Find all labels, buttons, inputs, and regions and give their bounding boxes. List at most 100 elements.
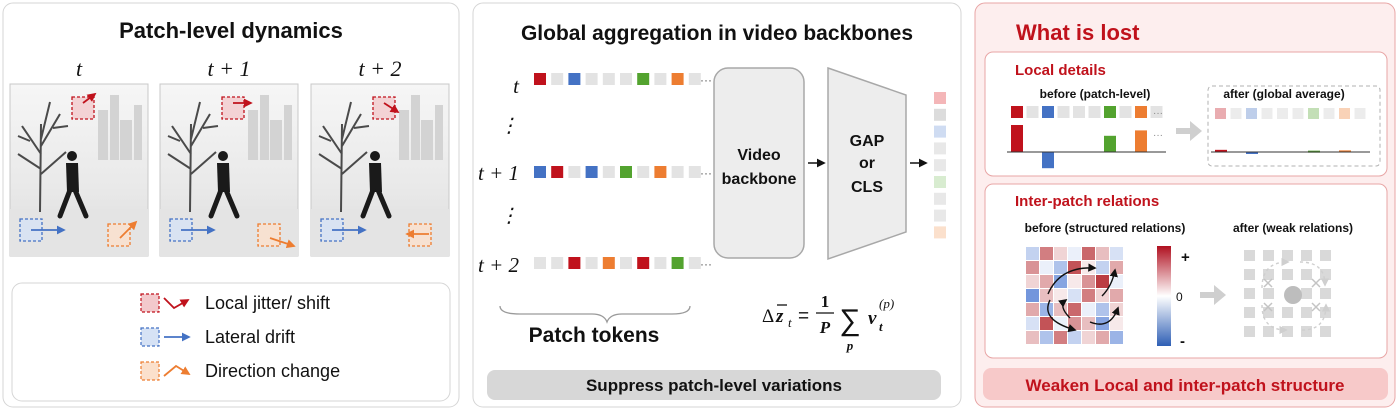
patch-token	[620, 73, 632, 85]
legend-swatch	[140, 293, 160, 313]
video-frame-1: t	[9, 56, 149, 257]
heatmap-cell	[1040, 275, 1053, 288]
pooled-cell	[934, 159, 946, 172]
patch-token	[688, 257, 701, 269]
broken-link-icon	[1263, 302, 1273, 312]
pooled-cell	[934, 226, 946, 239]
weak-grid-cell	[1301, 326, 1312, 337]
video-backbone-box	[713, 67, 805, 259]
jitter-arrow-icon	[163, 297, 190, 310]
heatmap-cell	[1040, 303, 1053, 316]
svg-text:···: ···	[1153, 108, 1163, 119]
heatmap-cell	[1068, 247, 1081, 260]
patch-cell	[1088, 106, 1101, 118]
heatmap-cell	[1068, 289, 1081, 302]
center-node	[1284, 286, 1302, 304]
detail-bar	[1246, 152, 1258, 154]
broken-link-icon	[1311, 278, 1321, 288]
scale-minus: -	[1180, 333, 1185, 350]
local-before-plot	[1007, 106, 1166, 169]
heatmap-cell	[1082, 247, 1095, 260]
patch-token	[602, 73, 615, 85]
local-details-title: Local details	[1015, 62, 1106, 79]
heatmap-cell	[1026, 317, 1039, 330]
scale-plus: +	[1181, 249, 1190, 266]
turn-arrow-icon	[163, 364, 191, 377]
suppress-bar	[487, 370, 941, 400]
patch-cell	[1246, 108, 1257, 119]
patch-token	[620, 257, 632, 269]
heatmap-cell	[1026, 275, 1039, 288]
backbone-label-line1: Video	[737, 147, 781, 164]
heatmap-cell	[1082, 331, 1095, 344]
weak-grid-cell	[1301, 307, 1312, 318]
svg-text:t: t	[788, 315, 792, 330]
legend-item-2: Lateral drift	[140, 327, 295, 347]
heatmap-cell	[1026, 331, 1039, 344]
heatmap-cell	[1040, 289, 1053, 302]
weak-grid-cell	[1282, 307, 1293, 318]
patch-cell	[1135, 106, 1147, 118]
heatmap-cell	[1110, 289, 1123, 302]
weak-grid-cell	[1282, 326, 1293, 337]
patch-token	[637, 166, 650, 178]
heatmap-cell	[1054, 247, 1067, 260]
weak-grid-cell	[1263, 269, 1274, 280]
patch-cell	[1104, 106, 1116, 118]
patch-token	[671, 73, 684, 85]
inter-before-label: before (structured relations)	[1025, 221, 1186, 235]
patch-token	[534, 73, 546, 85]
svg-text:v: v	[868, 308, 877, 329]
patch-cell	[1119, 106, 1132, 118]
delta-formula: Δ z t = 1 P ∑ p v t (p)	[762, 292, 894, 353]
legend-item-3: Direction change	[140, 361, 340, 381]
red-patch	[71, 96, 95, 120]
svg-text:z: z	[775, 306, 784, 327]
weak-grid-cell	[1320, 269, 1331, 280]
svg-text:1: 1	[821, 292, 830, 311]
legend-box	[11, 282, 451, 402]
token-ellipsis: ···	[700, 166, 712, 180]
detail-bar	[1215, 149, 1227, 152]
token-rows: t⋮t + 1⋮t + 2·········	[478, 73, 712, 277]
svg-text:P: P	[819, 318, 831, 337]
patch-token	[551, 73, 564, 85]
patch-token	[534, 257, 546, 269]
broken-link-icon	[1311, 302, 1321, 312]
inter-patch-title: Inter-patch relations	[1015, 193, 1159, 210]
detail-bar	[1011, 125, 1023, 152]
frame-label-2: t + 1	[208, 56, 251, 81]
detail-bar	[1104, 135, 1116, 152]
relation-arrows	[1047, 263, 1120, 333]
heatmap-cell	[1082, 289, 1095, 302]
broken-link-icon	[1263, 278, 1273, 288]
patch-token	[637, 257, 650, 269]
patch-token	[671, 166, 684, 178]
heatmap-cell	[1068, 303, 1081, 316]
legend-label: Local jitter/ shift	[205, 293, 330, 313]
patch-cell	[1011, 106, 1023, 118]
patch-token	[568, 73, 581, 85]
patch-cell	[1308, 108, 1319, 119]
patch-cell	[1354, 108, 1366, 119]
patch-token	[688, 166, 701, 178]
pooled-cell	[934, 92, 946, 104]
patch-token	[585, 166, 598, 178]
weak-grid-cell	[1244, 269, 1255, 280]
patch-token	[654, 257, 667, 269]
local-after-box	[1207, 85, 1381, 167]
video-frame-2: t + 1	[159, 56, 299, 257]
patch-token	[688, 73, 701, 85]
local-after-label: after (global average)	[1223, 87, 1344, 101]
heatmap-cell	[1054, 317, 1067, 330]
heatmap-cell	[1110, 303, 1123, 316]
heatmap-cell	[1026, 247, 1039, 260]
heatmap-cell	[1096, 303, 1109, 316]
heatmap-cell	[1040, 261, 1053, 274]
frame-label-3: t + 2	[359, 56, 402, 81]
weak-relation-arrow	[1301, 303, 1331, 331]
panel2-title: Global aggregation in video backbones	[521, 22, 913, 45]
weak-grid-cell	[1301, 288, 1312, 299]
detail-bar	[1042, 152, 1054, 169]
